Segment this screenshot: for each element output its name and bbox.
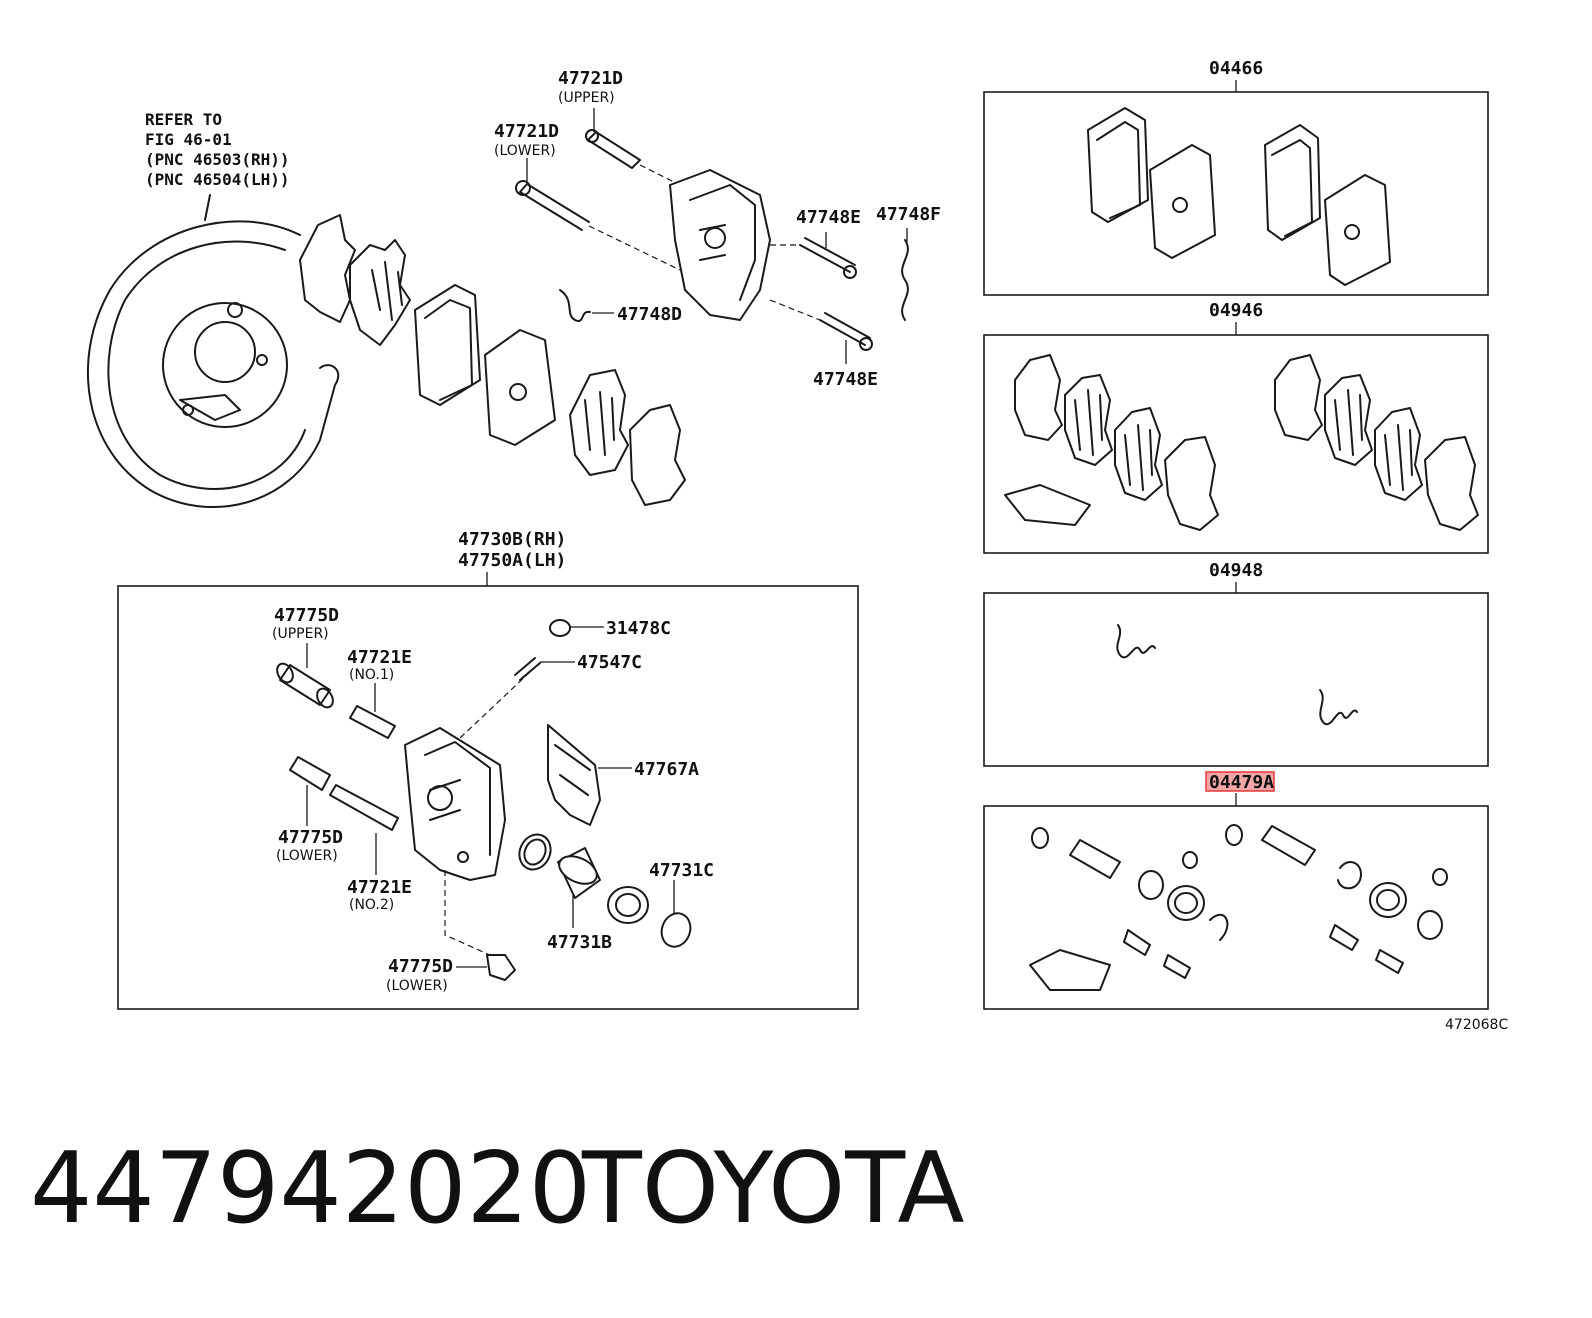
- boot-lower-2-label: 47775D: [388, 956, 453, 977]
- kit-pads-parts: [1087, 107, 1391, 286]
- boot-lower-2-note: (LOWER): [386, 978, 448, 994]
- kit-shims-parts: [1004, 354, 1479, 531]
- slide-pin-2-label: 47721E: [347, 877, 412, 898]
- fig-ref-label: FIG 46-01: [145, 130, 232, 149]
- caliper-assembly-box: [117, 585, 859, 1010]
- slide-pin-2-note: (NO.2): [349, 897, 394, 913]
- kit-shims-label: 04946: [1209, 300, 1263, 321]
- part-number-caption: 447942020: [30, 1132, 591, 1246]
- bolt-lower-label: 47721D: [494, 121, 559, 142]
- kit-pads-box: [983, 91, 1489, 296]
- spring-f-label: 47748F: [876, 204, 941, 225]
- slide-pin-1-label: 47721E: [347, 647, 412, 668]
- piston-label: 47731B: [547, 932, 612, 953]
- boot-lower-label: 47775D: [278, 827, 343, 848]
- caliper-assembly-parts: [276, 619, 692, 981]
- caliper-bracket-group: [515, 129, 909, 351]
- upper-leader-lines: [526, 108, 908, 364]
- support-plate-label: 47767A: [634, 759, 699, 780]
- kit-cylinder-label: 04479A: [1209, 772, 1274, 793]
- pnc-lh-label: (PNC 46504(LH)): [145, 170, 290, 189]
- boot-upper-label: 47775D: [274, 605, 339, 626]
- bleeder-cap-label: 31478C: [606, 618, 671, 639]
- kit-springs-box: [983, 592, 1489, 767]
- bolt-upper-label: 47721D: [558, 68, 623, 89]
- upper-labels: REFER TO FIG 46-01 (PNC 46503(RH)) (PNC …: [145, 68, 941, 390]
- caliper-leader-lines: [306, 626, 675, 968]
- bleeder-plug-label: 47547C: [577, 652, 642, 673]
- pin-e-bottom-label: 47748E: [813, 369, 878, 390]
- clip-d-label: 47748D: [617, 304, 682, 325]
- piston-seal-label: 47731C: [649, 860, 714, 881]
- backing-plate: [86, 194, 340, 509]
- kit-cylinder-parts: [1029, 824, 1448, 991]
- kit-springs-parts: [1116, 624, 1358, 726]
- slide-pin-1-note: (NO.1): [349, 667, 394, 683]
- caliper-lh-label: 47750A(LH): [458, 550, 566, 571]
- bolt-lower-note: (LOWER): [494, 143, 556, 159]
- caliper-labels: 47775D (UPPER) 47721E (NO.1) 31478C 4754…: [272, 605, 714, 994]
- bolt-upper-note: (UPPER): [558, 90, 615, 106]
- pnc-rh-label: (PNC 46503(RH)): [145, 150, 290, 169]
- brand-caption: TOYOTA: [581, 1132, 965, 1246]
- figure-number: 472068C: [1445, 1017, 1508, 1033]
- boot-upper-note: (UPPER): [272, 626, 329, 642]
- pad-shim-group: [299, 214, 686, 506]
- kit-cylinder-box: [983, 805, 1489, 1010]
- boot-lower-note: (LOWER): [276, 848, 338, 864]
- kit-pads-label: 04466: [1209, 58, 1263, 79]
- refer-to-label: REFER TO: [145, 110, 222, 129]
- kit-cylinder-highlight: [1205, 771, 1275, 792]
- kit-shims-box: [983, 334, 1489, 554]
- kit-springs-label: 04948: [1209, 560, 1263, 581]
- caliper-rh-label: 47730B(RH): [458, 529, 566, 550]
- pin-e-top-label: 47748E: [796, 207, 861, 228]
